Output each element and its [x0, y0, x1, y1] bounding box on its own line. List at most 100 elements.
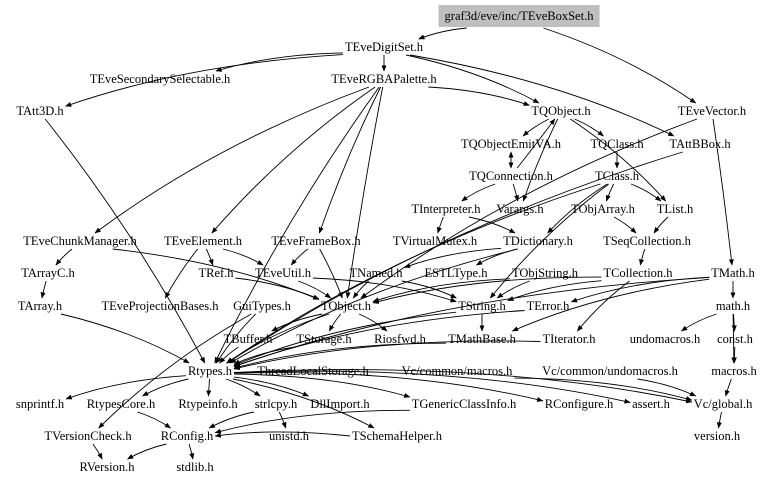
node-strlcpy[interactable]: strlcpy.h [254, 397, 298, 411]
node-tbuffer[interactable]: TBuffer.h [223, 332, 273, 346]
node-tvirtualmutex[interactable]: TVirtualMutex.h [392, 234, 478, 248]
node-math[interactable]: math.h [715, 299, 751, 313]
node-teveelement[interactable]: TEveElement.h [163, 234, 243, 248]
edge-dict-to-rtypes [229, 248, 518, 364]
edge-tobject-to-storage [328, 313, 342, 332]
node-varargs[interactable]: Varargs.h [496, 202, 544, 216]
node-vc-common-macros[interactable]: Vc/common/macros.h [401, 364, 513, 378]
edge-tclass-to-tstring [489, 183, 609, 299]
node-tversioncheck[interactable]: TVersionCheck.h [44, 429, 132, 443]
edge-objarray-to-seqcoll [613, 216, 637, 234]
node-rtypeinfo[interactable]: Rtypeinfo.h [178, 397, 238, 411]
edge-tqobject-to-varargs [522, 118, 559, 202]
node-tevergbapalette[interactable]: TEveRGBAPalette.h [331, 72, 437, 86]
node-tmath[interactable]: TMath.h [711, 266, 755, 280]
node-tobjarray[interactable]: TObjArray.h [571, 202, 635, 216]
node-tattbbox[interactable]: TAttBBox.h [669, 137, 731, 151]
node-rtypescore[interactable]: RtypesCore.h [86, 397, 156, 411]
edge-tarray-to-rtypes [60, 313, 190, 364]
node-macros[interactable]: macros.h [711, 364, 757, 378]
node-vc-common-undomacros[interactable]: Vc/common/undomacros.h [542, 364, 678, 378]
node-tstring[interactable]: TString.h [458, 299, 506, 313]
node-teveprojectionbases[interactable]: TEveProjectionBases.h [101, 299, 219, 313]
node-stdlib[interactable]: stdlib.h [176, 460, 214, 474]
edge-terror-to-rtypes [233, 310, 525, 367]
node-tseqcollection[interactable]: TSeqCollection.h [603, 234, 691, 248]
node-terror[interactable]: TError.h [526, 299, 570, 313]
edge-objstring-to-tstring [496, 280, 530, 299]
node-tinterpreter[interactable]: TInterpreter.h [411, 202, 481, 216]
node-tmathbase[interactable]: TMathBase.h [448, 332, 516, 346]
edge-tbuffer-to-rtypes [219, 346, 239, 364]
edge-digitset-to-att3d [65, 54, 343, 107]
node-threadlocalstorage[interactable]: ThreadLocalStorage.h [257, 364, 369, 378]
node-root-teveboxset[interactable]: graf3d/eve/inc/TEveBoxSet.h [438, 5, 600, 27]
node-rtypes[interactable]: Rtypes.h [187, 364, 233, 378]
edge-vcglobal-to-version [716, 411, 722, 429]
edge-att3d-to-rtypes [44, 118, 206, 364]
node-rconfig[interactable]: RConfig.h [160, 429, 214, 443]
edge-tmath-to-terror [570, 276, 710, 303]
node-tarray[interactable]: TArray.h [17, 299, 63, 313]
node-titerator[interactable]: TIterator.h [542, 332, 596, 346]
edge-mathh-to-undomacros [680, 313, 717, 332]
node-rversion[interactable]: RVersion.h [79, 460, 135, 474]
node-tdictionary[interactable]: TDictionary.h [503, 234, 573, 248]
node-tobject[interactable]: TObject.h [320, 299, 372, 313]
node-tqobject[interactable]: TQObject.h [531, 104, 591, 118]
node-tcollection[interactable]: TCollection.h [603, 266, 673, 280]
edge-vcundo-to-vcglobal [637, 378, 697, 397]
edge-tobject-to-rtypes [226, 313, 330, 364]
node-tqobjectemitva[interactable]: TQObjectEmitVA.h [460, 137, 562, 151]
edge-collection-to-tobject [372, 276, 602, 304]
edge-rtypes-to-schema [232, 378, 375, 429]
edge-dict-to-estl [475, 248, 518, 266]
edge-consth-to-macrosh [731, 346, 737, 364]
node-teveutil[interactable]: TEveUtil.h [255, 266, 311, 280]
edge-arrayc-to-tarray [40, 280, 47, 299]
node-tqclass[interactable]: TQClass.h [590, 137, 644, 151]
edge-tclass-to-dict [547, 183, 608, 234]
node-tgenericclassinfo[interactable]: TGenericClassInfo.h [411, 397, 517, 411]
node-estltype[interactable]: ESTLType.h [424, 266, 488, 280]
node-tschemahelper[interactable]: TSchemaHelper.h [352, 429, 442, 443]
edge-seqcoll-to-collection [639, 248, 646, 266]
node-undomacros[interactable]: undomacros.h [629, 332, 701, 346]
node-tevevector[interactable]: TEveVector.h [677, 104, 747, 118]
node-tnamed[interactable]: TNamed.h [349, 266, 403, 280]
node-tevesecondaryselectable[interactable]: TEveSecondarySelectable.h [89, 72, 231, 86]
node-teveddigitset[interactable]: TEveDigitSet.h [344, 40, 424, 54]
node-teveframebox[interactable]: TEveFrameBox.h [271, 234, 361, 248]
edge-tstring-to-rtypes [233, 311, 457, 366]
node-riosfwd[interactable]: Riosfwd.h [374, 332, 426, 346]
node-guitypes[interactable]: GuiTypes.h [233, 299, 291, 313]
node-dllimport[interactable]: DllImport.h [310, 397, 370, 411]
node-tevechunkmanager[interactable]: TEveChunkManager.h [23, 234, 137, 248]
edge-named-to-tstring [401, 280, 457, 299]
edge-guitypes-to-versioncheck [98, 313, 252, 429]
edge-digitset-to-attbbox [410, 54, 675, 137]
edge-tqconn-to-tqobject [516, 118, 556, 169]
node-tclass[interactable]: TClass.h [594, 169, 640, 183]
node-tobjstring[interactable]: TObjString.h [511, 266, 579, 280]
node-tstorage[interactable]: TStorage.h [296, 332, 352, 346]
node-tlist[interactable]: TList.h [656, 202, 694, 216]
node-rconfigure[interactable]: RConfigure.h [544, 397, 614, 411]
node-const[interactable]: const.h [717, 332, 753, 346]
edge-strlcpy-to-rconfig [208, 411, 254, 429]
edge-rgba-to-rtypes [214, 86, 380, 364]
node-tref[interactable]: TRef.h [198, 266, 234, 280]
node-vc-global[interactable]: Vc/global.h [693, 397, 753, 411]
edge-tobject-to-tbuffer [271, 313, 323, 332]
node-unistd[interactable]: unistd.h [269, 429, 309, 443]
edge-rgba-to-tobject [345, 86, 384, 299]
node-tqconnection[interactable]: TQConnection.h [469, 169, 553, 183]
node-tatt3d[interactable]: TAtt3D.h [16, 104, 64, 118]
edge-rtypes-to-dllimport [234, 376, 310, 397]
edge-schema-to-rconfig [214, 431, 351, 438]
node-assert[interactable]: assert.h [632, 397, 670, 411]
node-snprintf[interactable]: snprintf.h [15, 397, 65, 411]
node-tarrayc[interactable]: TArrayC.h [21, 266, 75, 280]
node-version[interactable]: version.h [693, 429, 741, 443]
